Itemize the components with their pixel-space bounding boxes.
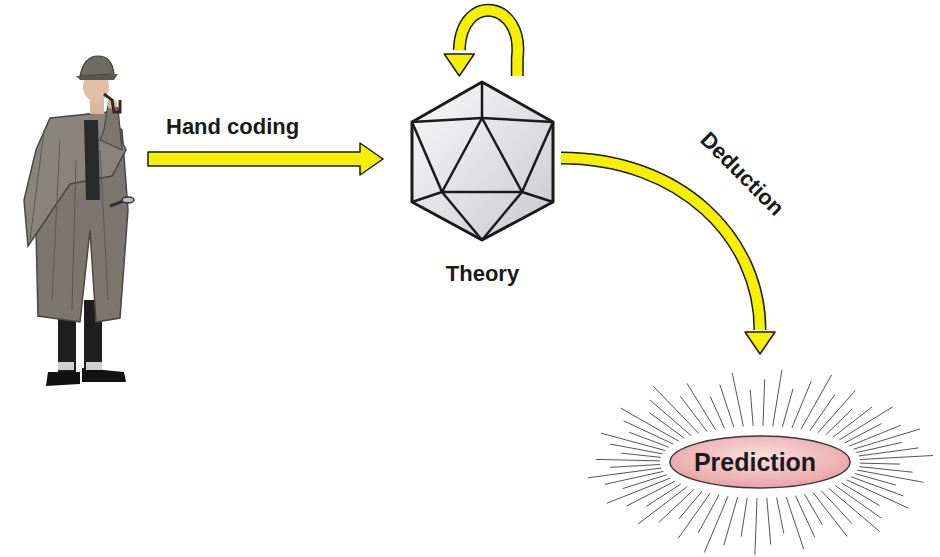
- detective-figure: [24, 56, 134, 386]
- theory-polyhedron: Theory: [410, 78, 555, 295]
- arrow-label: Hand coding: [166, 114, 299, 140]
- prediction-oval: Prediction: [575, 358, 935, 557]
- node-label: Prediction: [694, 448, 816, 477]
- node-title: Theory: [446, 261, 519, 287]
- self-loop-arrow: [444, 10, 518, 76]
- hand-coding-arrow: [148, 143, 383, 175]
